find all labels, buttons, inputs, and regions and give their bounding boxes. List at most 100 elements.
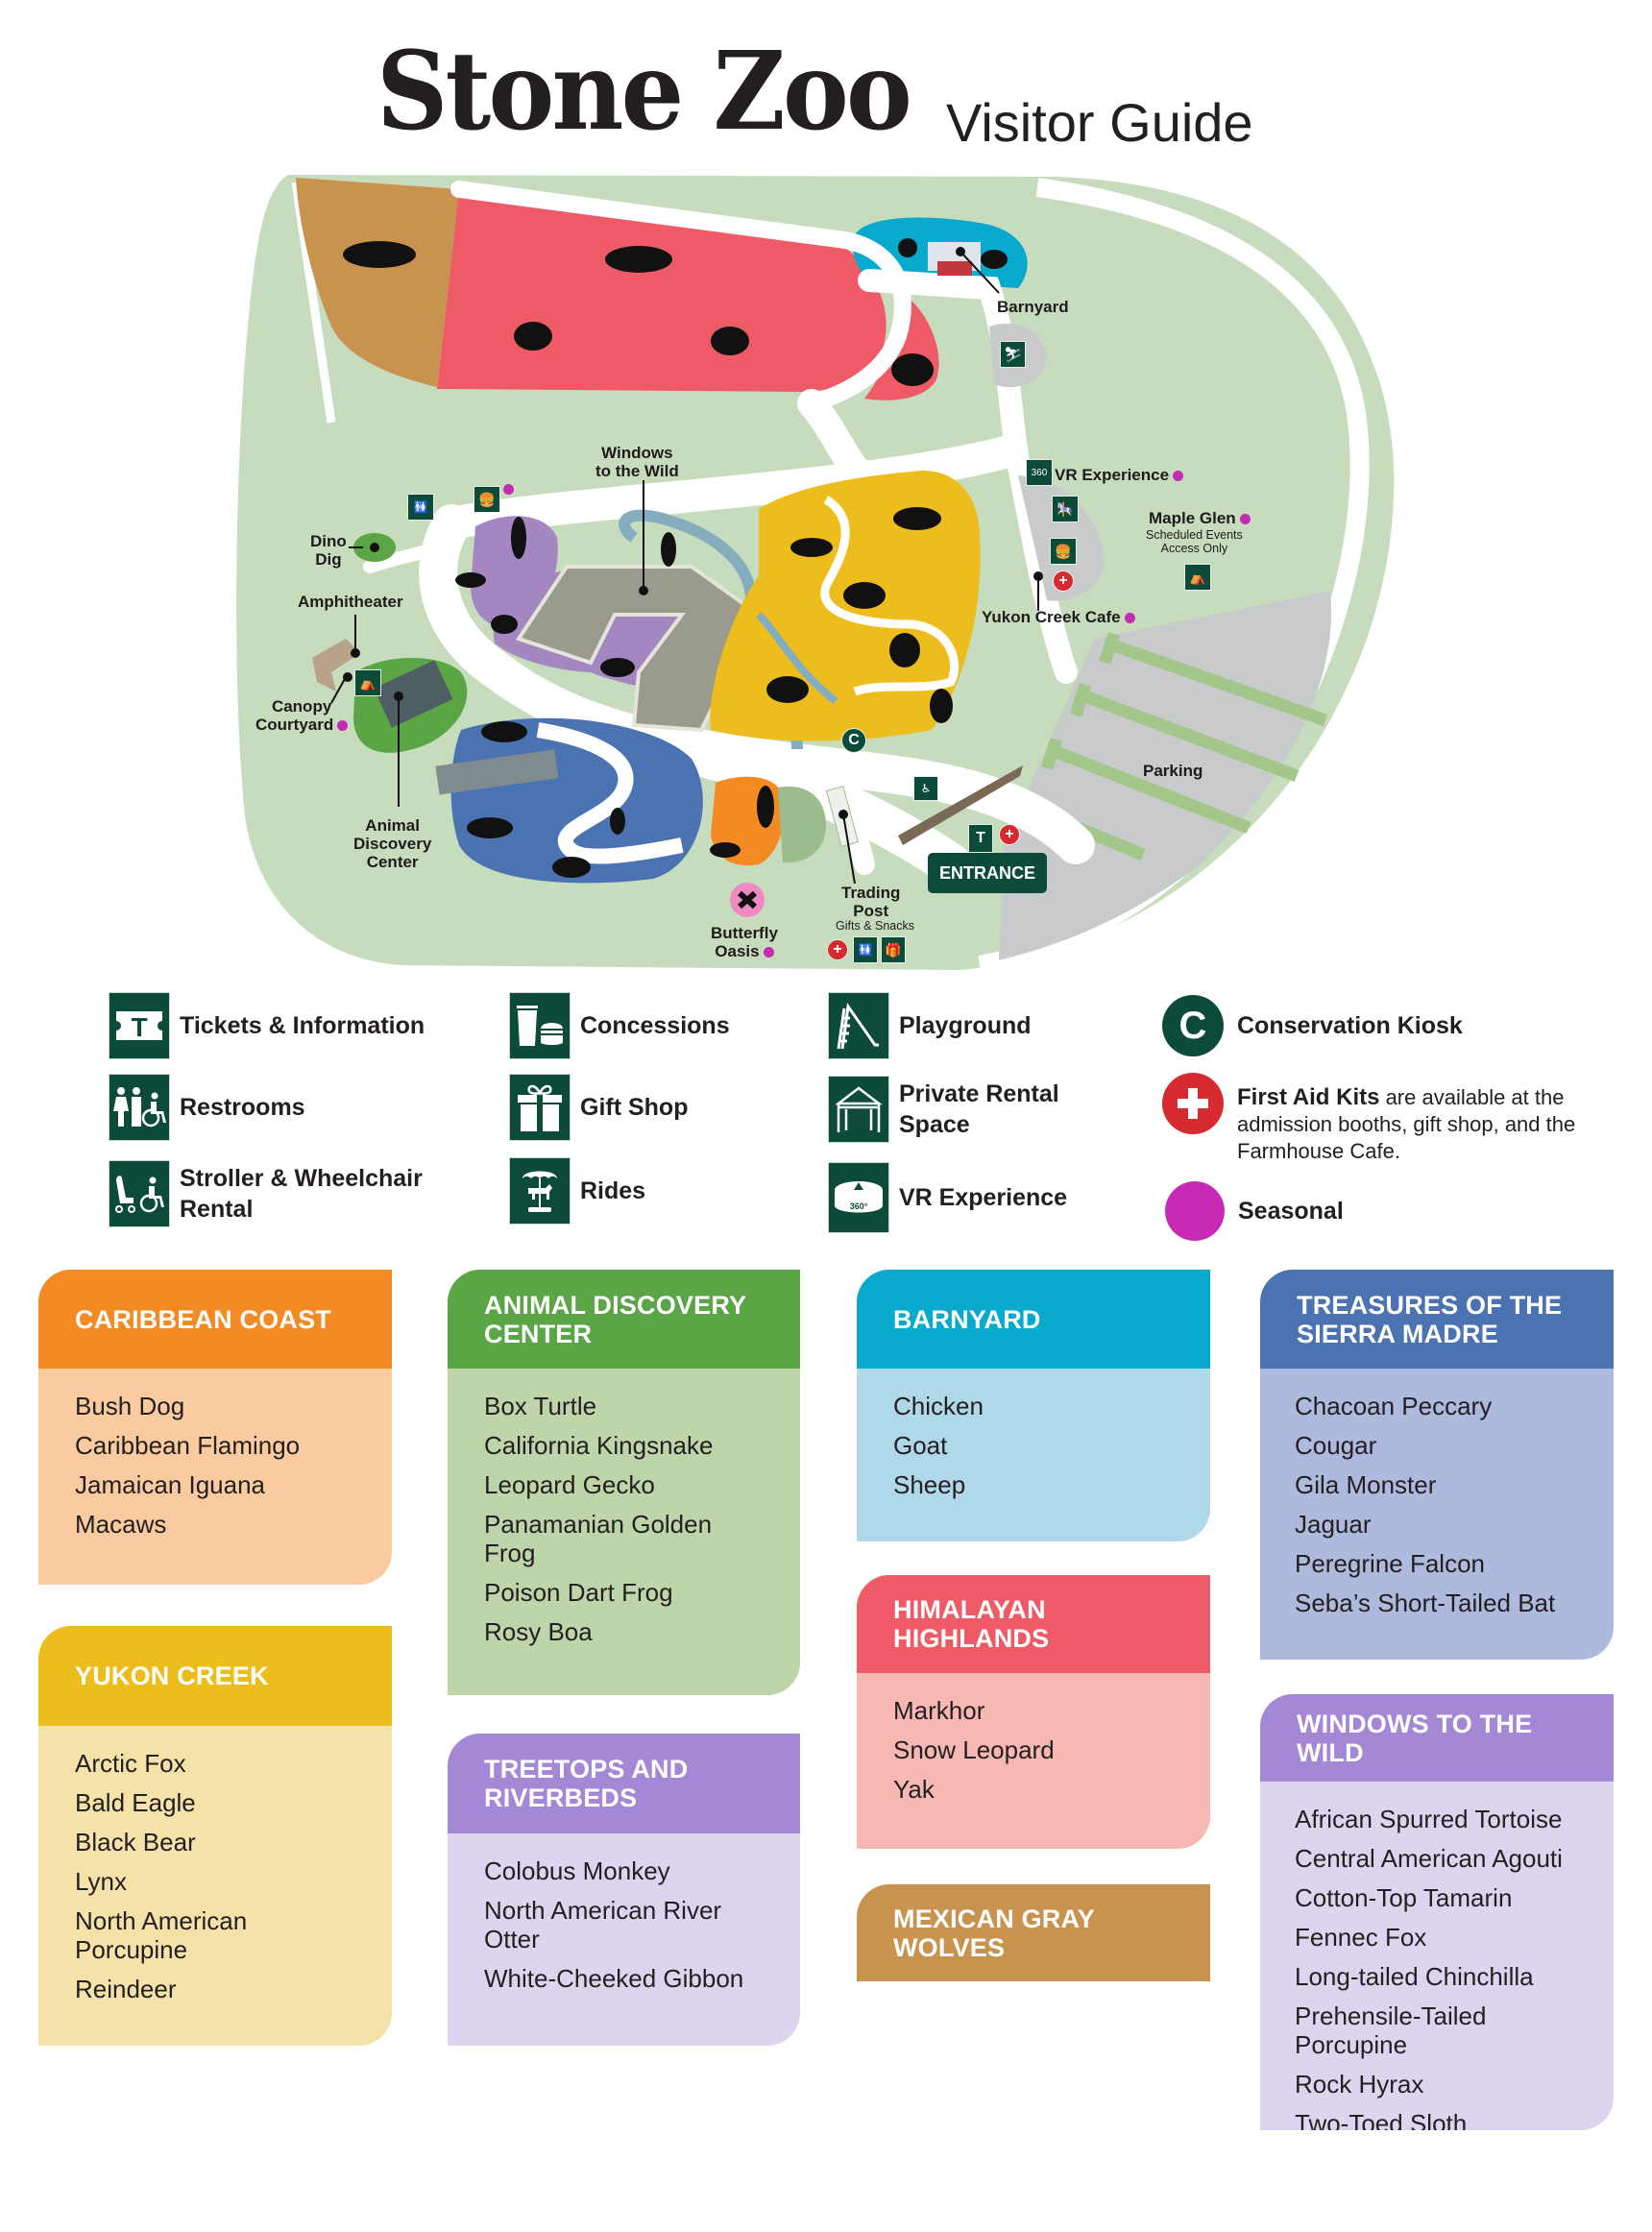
map-rental-tent-icon-2[interactable]: ⛺ <box>354 669 381 696</box>
map-label-dino-dig[interactable]: Dino Dig <box>310 532 347 569</box>
map-label-canopy-courtyard[interactable]: Canopy Courtyard <box>255 697 349 734</box>
wolf-silhouette <box>343 241 416 268</box>
eagle-silhouette <box>930 689 953 723</box>
map-first-aid-icon[interactable]: + <box>1053 570 1074 592</box>
legend-rides: Rides <box>509 1157 645 1225</box>
windows-building <box>515 565 762 733</box>
map-first-aid-icon-3[interactable]: + <box>827 939 848 960</box>
carousel-icon <box>509 1157 571 1225</box>
vr-360-icon: 360° <box>828 1162 889 1233</box>
legend-playground: Playground <box>828 992 1032 1059</box>
heron-silhouette <box>661 532 676 567</box>
map-gift-icon[interactable]: 🎁 <box>881 936 906 963</box>
exhibit-animal: Markhor <box>893 1696 985 1725</box>
map-label-maple-glen-note: Scheduled Events Access Only <box>1146 528 1243 555</box>
exhibit-title: WINDOWS TO THE WILD <box>1260 1694 1614 1782</box>
svg-text:360°: 360° <box>850 1201 868 1211</box>
conservation-kiosk-icon: C <box>1162 995 1224 1056</box>
leader-lines <box>330 247 1043 885</box>
map-stroller-wheelchair-icon[interactable]: ♿ <box>913 776 938 801</box>
map-label-amphitheater[interactable]: Amphitheater <box>298 593 403 611</box>
exhibit-animal: Sheep <box>893 1470 966 1499</box>
map-label-vr-experience[interactable]: VR Experience <box>1055 466 1184 484</box>
concessions-icon <box>509 992 571 1059</box>
map-restroom-icon[interactable]: 🚻 <box>407 494 434 521</box>
butterfly-silhouette <box>738 890 757 910</box>
exhibit-animal: California Kingsnake <box>484 1431 714 1460</box>
zone-mexican-gray-wolves <box>296 178 459 387</box>
jaguar-silhouette <box>467 817 513 838</box>
bush-dog-silhouette <box>710 842 741 858</box>
map-conservation-kiosk-icon[interactable]: C <box>841 728 866 753</box>
exhibit-animal: Yak <box>893 1775 935 1804</box>
exhibit-animal: Snow Leopard <box>893 1735 1055 1764</box>
exhibit-animal: Cougar <box>1295 1431 1377 1460</box>
map-label-animal-discovery-center[interactable]: Animal Discovery Center <box>353 816 432 871</box>
map-label-trading-post[interactable]: Trading Post <box>841 884 901 920</box>
exhibit-title: CARIBBEAN COAST <box>38 1270 392 1369</box>
legend-concessions: Concessions <box>509 992 730 1059</box>
seasonal-dot-icon <box>1173 471 1184 482</box>
map-concessions-icon-2[interactable]: 🍔 <box>474 486 500 513</box>
goat-silhouette <box>898 238 917 257</box>
map-first-aid-icon-2[interactable]: + <box>999 824 1020 845</box>
lynx-silhouette <box>843 582 886 609</box>
map-playground-icon[interactable]: ⛷ <box>1000 341 1026 368</box>
markhor-silhouette <box>514 322 552 351</box>
seasonal-dot-icon <box>1124 613 1135 624</box>
seasonal-dot-icon <box>1165 1181 1225 1241</box>
entrance-gate <box>898 765 1023 845</box>
stroller-wheelchair-icon <box>109 1160 170 1227</box>
yak-silhouette <box>891 353 934 386</box>
exhibit-title: YUKON CREEK <box>38 1626 392 1726</box>
gift-icon <box>509 1074 571 1141</box>
map-label-maple-glen[interactable]: Maple Glen <box>1149 509 1251 527</box>
tent-icon <box>828 1076 889 1143</box>
bear-silhouette <box>766 676 809 703</box>
restroom-icon <box>109 1074 170 1141</box>
tortoise-silhouette <box>600 658 635 677</box>
otter-silhouette <box>455 572 486 588</box>
map-label-yukon-creek-cafe[interactable]: Yukon Creek Cafe <box>982 608 1135 626</box>
exhibit-card-mexican-gray-wolves: MEXICAN GRAY WOLVES <box>857 1884 1210 1981</box>
seasonal-dot-icon <box>763 947 774 958</box>
map-label-butterfly-oasis[interactable]: Butterfly Oasis <box>711 924 778 960</box>
map-label-parking[interactable]: Parking <box>1143 762 1203 780</box>
map-vr-icon[interactable]: 360 <box>1026 459 1053 486</box>
exhibit-animal: Cotton-Top Tamarin <box>1295 1883 1513 1912</box>
map-rental-tent-icon[interactable]: ⛺ <box>1184 564 1211 591</box>
peccary-silhouette <box>552 857 591 878</box>
exhibit-animal: Lynx <box>75 1867 127 1896</box>
map-restroom-icon-2[interactable]: 🚻 <box>853 936 878 963</box>
seasonal-dot-icon <box>337 720 349 732</box>
animal-silhouettes <box>343 238 1008 910</box>
yukon-path <box>820 496 960 696</box>
caribbean-pond-grass <box>778 787 826 863</box>
map-rides-icon[interactable]: 🎠 <box>1052 496 1079 522</box>
legend-stroller-wheelchair: Stroller & Wheelchair Rental <box>109 1160 468 1227</box>
zone-yukon-creek <box>710 471 981 741</box>
legend-conservation-kiosk: C Conservation Kiosk <box>1162 995 1463 1056</box>
falcon-silhouette <box>610 808 625 835</box>
exhibit-title: BARNYARD <box>857 1270 1210 1369</box>
map-label-barnyard[interactable]: Barnyard <box>997 298 1069 316</box>
amphitheater-structure <box>312 639 360 691</box>
map-concessions-icon[interactable]: 🍔 <box>1050 538 1077 565</box>
playground-slide-icon <box>828 992 889 1059</box>
ticket-icon: T <box>109 992 170 1059</box>
reindeer-silhouette <box>893 507 941 530</box>
entrance-sign[interactable]: ENTRANCE <box>928 853 1047 893</box>
map-label-windows-to-the-wild[interactable]: Windows to the Wild <box>595 444 679 480</box>
legend-seasonal: Seasonal <box>1165 1181 1344 1241</box>
exhibit-animal: Rock Hyrax <box>1295 2070 1424 2099</box>
map-tickets-icon[interactable]: T <box>968 824 993 853</box>
exhibit-animal: White-Cheeked Gibbon <box>484 1964 744 1993</box>
